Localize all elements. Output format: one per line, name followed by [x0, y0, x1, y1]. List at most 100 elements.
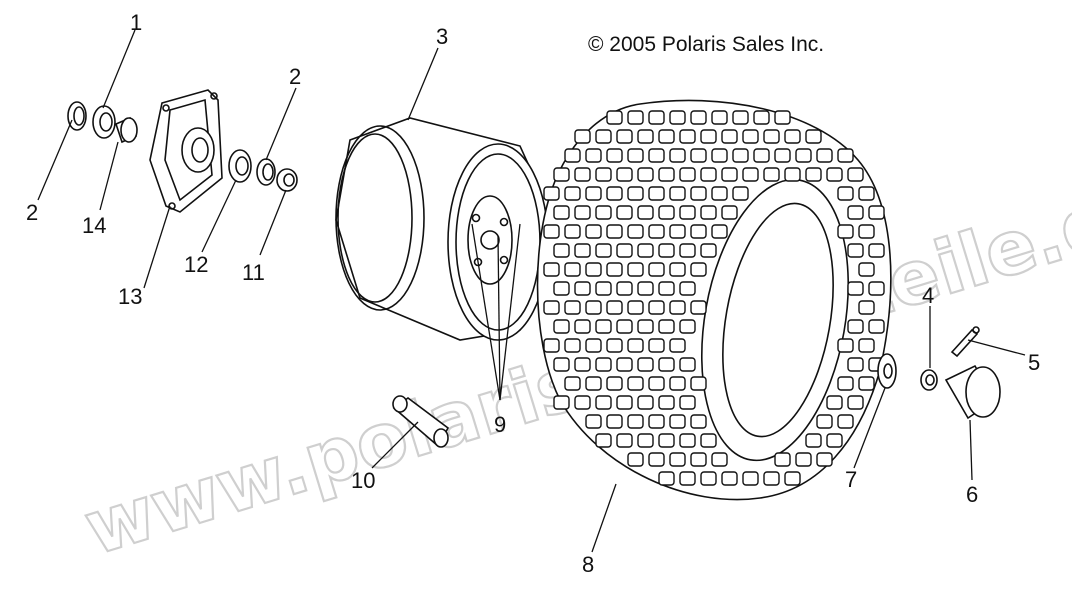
- tread-knob: [543, 186, 560, 201]
- tread-knob: [595, 129, 612, 144]
- tread-knob: [658, 281, 675, 296]
- seal-right: [256, 158, 276, 186]
- tread-knob: [553, 319, 570, 334]
- tread-knob: [669, 452, 686, 467]
- tread-knob: [669, 262, 686, 277]
- castle-nut: [920, 369, 938, 391]
- tread-knob: [658, 471, 675, 486]
- tread-knob: [564, 300, 581, 315]
- tread-knob: [837, 186, 854, 201]
- tread-knob: [658, 167, 675, 182]
- tread-knob: [868, 243, 885, 258]
- callout-2-left: 2: [26, 200, 38, 225]
- tread-knob: [763, 471, 780, 486]
- tread-knob: [595, 205, 612, 220]
- callout-5: 5: [1028, 350, 1040, 375]
- tread-knob: [700, 471, 717, 486]
- tread-knob: [858, 262, 875, 277]
- callout-6: 6: [966, 482, 978, 507]
- tread-knob: [847, 319, 864, 334]
- tread-knob: [837, 338, 854, 353]
- tread-knob: [858, 376, 875, 391]
- tread-knob: [648, 452, 665, 467]
- tread-knob: [648, 262, 665, 277]
- tread-knob: [721, 205, 738, 220]
- tread-knob: [648, 224, 665, 239]
- tread-knob: [616, 395, 633, 410]
- tread-knob: [732, 148, 749, 163]
- valve-stem: [392, 395, 450, 448]
- tread-knob: [553, 395, 570, 410]
- tread-knob: [658, 319, 675, 334]
- tread-knob: [616, 205, 633, 220]
- tread-knob: [700, 167, 717, 182]
- tread-knob: [837, 224, 854, 239]
- tread-knob: [616, 433, 633, 448]
- callout-1: 1: [130, 10, 142, 35]
- tread-knob: [595, 167, 612, 182]
- tread-knob: [658, 433, 675, 448]
- tread-knob: [606, 414, 623, 429]
- tread-knob: [690, 186, 707, 201]
- tread-knob: [700, 243, 717, 258]
- callout-3: 3: [436, 24, 448, 49]
- tread-knob: [847, 205, 864, 220]
- tread-knob: [574, 319, 591, 334]
- callout-12: 12: [184, 252, 208, 277]
- tread-knob: [679, 471, 696, 486]
- tread-knob: [669, 148, 686, 163]
- tread-knob: [847, 167, 864, 182]
- tread-knob: [637, 357, 654, 372]
- tread-knob: [669, 300, 686, 315]
- callout-4: 4: [922, 283, 934, 308]
- tread-knob: [753, 110, 770, 125]
- tread-knob: [805, 129, 822, 144]
- tread-knob: [616, 167, 633, 182]
- tread-knob: [637, 205, 654, 220]
- tread-knob: [543, 300, 560, 315]
- tread-knob: [606, 300, 623, 315]
- tread-knob: [627, 224, 644, 239]
- tread-knob: [721, 129, 738, 144]
- tread-knob: [627, 186, 644, 201]
- tread-knob: [585, 224, 602, 239]
- tread-knob: [868, 205, 885, 220]
- tread-knob: [837, 148, 854, 163]
- tread-knob: [669, 376, 686, 391]
- tread-knob: [564, 186, 581, 201]
- tread-knob: [858, 186, 875, 201]
- tread-knob: [585, 262, 602, 277]
- tread-knob: [658, 243, 675, 258]
- tread-knob: [669, 186, 686, 201]
- tread-knob: [732, 110, 749, 125]
- tread-knob: [700, 129, 717, 144]
- tread-knob: [690, 262, 707, 277]
- tread-knob: [690, 224, 707, 239]
- tread-knob: [679, 433, 696, 448]
- tread-knob: [585, 414, 602, 429]
- tire: [536, 99, 892, 501]
- tread-knob: [679, 357, 696, 372]
- tread-knob: [543, 338, 560, 353]
- tread-knob: [574, 167, 591, 182]
- tread-knob: [826, 433, 843, 448]
- spacer-sleeve: [115, 116, 138, 144]
- tread-knob: [805, 167, 822, 182]
- tread-knob: [816, 148, 833, 163]
- tread-knob: [690, 300, 707, 315]
- tread-knob: [606, 262, 623, 277]
- tread-knob: [711, 452, 728, 467]
- tread-knob: [585, 148, 602, 163]
- tread-knob: [648, 414, 665, 429]
- tread-knob: [763, 167, 780, 182]
- tread-knob: [606, 148, 623, 163]
- tread-knob: [574, 395, 591, 410]
- tread-knob: [585, 376, 602, 391]
- tread-knob: [858, 338, 875, 353]
- tread-knob: [868, 319, 885, 334]
- tread-knob: [574, 129, 591, 144]
- tread-knob: [826, 167, 843, 182]
- callout-9: 9: [494, 412, 506, 437]
- tread-knob: [637, 129, 654, 144]
- tread-knob: [805, 433, 822, 448]
